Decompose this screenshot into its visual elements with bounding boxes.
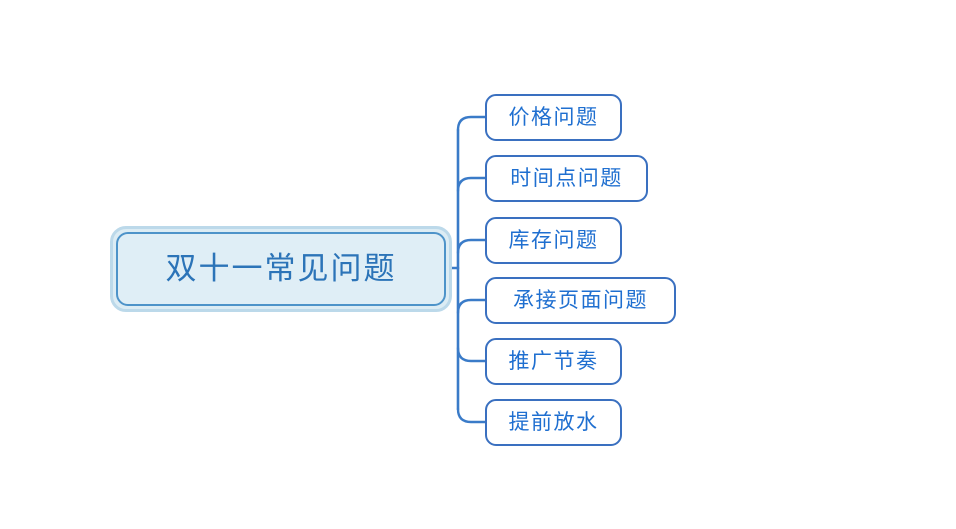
root-node-inner: 双十一常见问题	[116, 232, 446, 306]
child-node-price[interactable]: 价格问题	[485, 94, 622, 141]
connector-branch-1	[456, 115, 487, 132]
child-node-time-point[interactable]: 时间点问题	[485, 155, 648, 202]
child-node-promotion-rhythm[interactable]: 推广节奏	[485, 338, 622, 385]
child-node-inventory[interactable]: 库存问题	[485, 217, 622, 264]
child-node-label: 库存问题	[508, 228, 599, 252]
child-node-label: 承接页面问题	[513, 288, 648, 312]
child-node-label: 价格问题	[508, 105, 599, 129]
root-node-label: 双十一常见问题	[165, 250, 397, 287]
connector-branch-4	[456, 298, 487, 315]
child-node-label: 时间点问题	[510, 166, 623, 190]
connector-branch-3	[456, 238, 487, 255]
child-node-label: 推广节奏	[508, 349, 599, 373]
child-node-landing-page[interactable]: 承接页面问题	[485, 277, 676, 324]
child-node-label: 提前放水	[508, 410, 599, 434]
root-node[interactable]: 双十一常见问题	[110, 226, 452, 312]
connector-branch-5	[456, 346, 487, 363]
connector-branch-6	[456, 407, 487, 424]
connector-branch-2	[456, 176, 487, 193]
child-node-early-release[interactable]: 提前放水	[485, 399, 622, 446]
